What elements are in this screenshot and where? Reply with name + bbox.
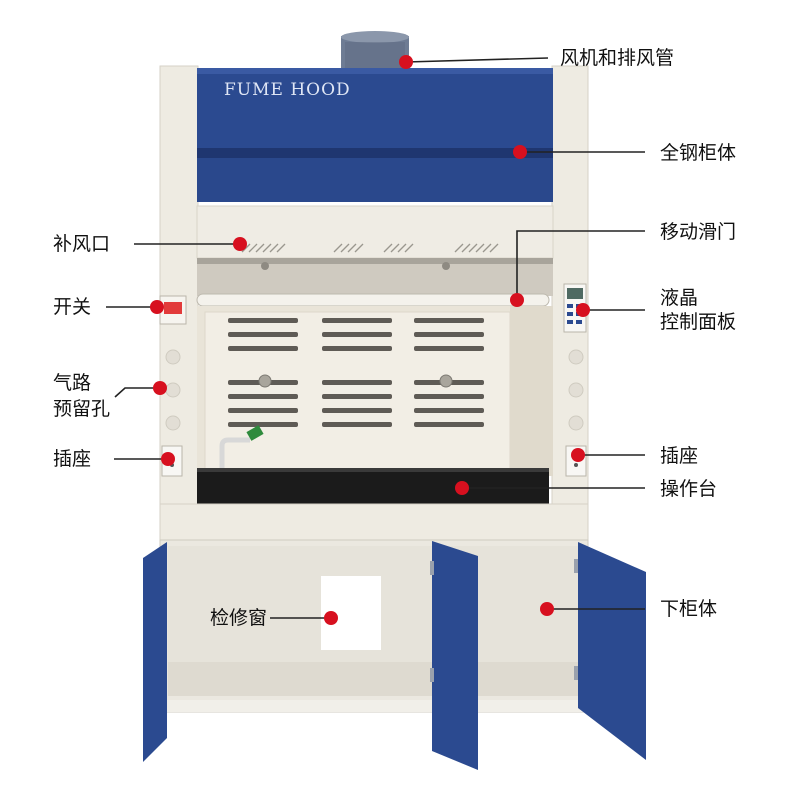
label-gas-line2: 预留孔 [53, 398, 111, 420]
label-gas-line1: 气路 [53, 372, 92, 394]
base-band [159, 503, 589, 541]
top-steel-panel [197, 68, 553, 148]
left-pillar [159, 65, 199, 505]
air-supply-strip [196, 205, 554, 259]
door-left [143, 542, 167, 762]
leader-lines [106, 57, 645, 619]
exhaust-duct [341, 31, 409, 72]
label-steel-body: 全钢柜体 [660, 142, 737, 164]
label-worktop: 操作台 [660, 478, 718, 500]
worktop-surface [197, 470, 549, 504]
door-right [578, 542, 646, 760]
label-lower-cabinet: 下柜体 [660, 598, 718, 620]
label-socket-right: 插座 [660, 445, 699, 467]
label-sliding-door: 移动滑门 [660, 221, 737, 243]
label-socket-left: 插座 [53, 448, 92, 470]
marker-dots [150, 55, 590, 625]
label-lcd-line1: 液晶 [660, 287, 699, 309]
air-supply-grille [241, 243, 499, 253]
label-lcd-line2: 控制面板 [660, 311, 737, 333]
label-air-supply: 补风口 [53, 233, 111, 255]
door-center [432, 541, 478, 770]
label-fan-duct: 风机和排风管 [560, 47, 675, 69]
glass-sash [197, 258, 553, 296]
lower-steel-panel [197, 158, 553, 202]
faucet [219, 425, 264, 470]
label-inspection-window: 检修窗 [210, 607, 268, 629]
brand-text: FUME HOOD [224, 80, 351, 100]
label-switch: 开关 [53, 296, 92, 318]
sliding-door-handle [196, 293, 550, 307]
